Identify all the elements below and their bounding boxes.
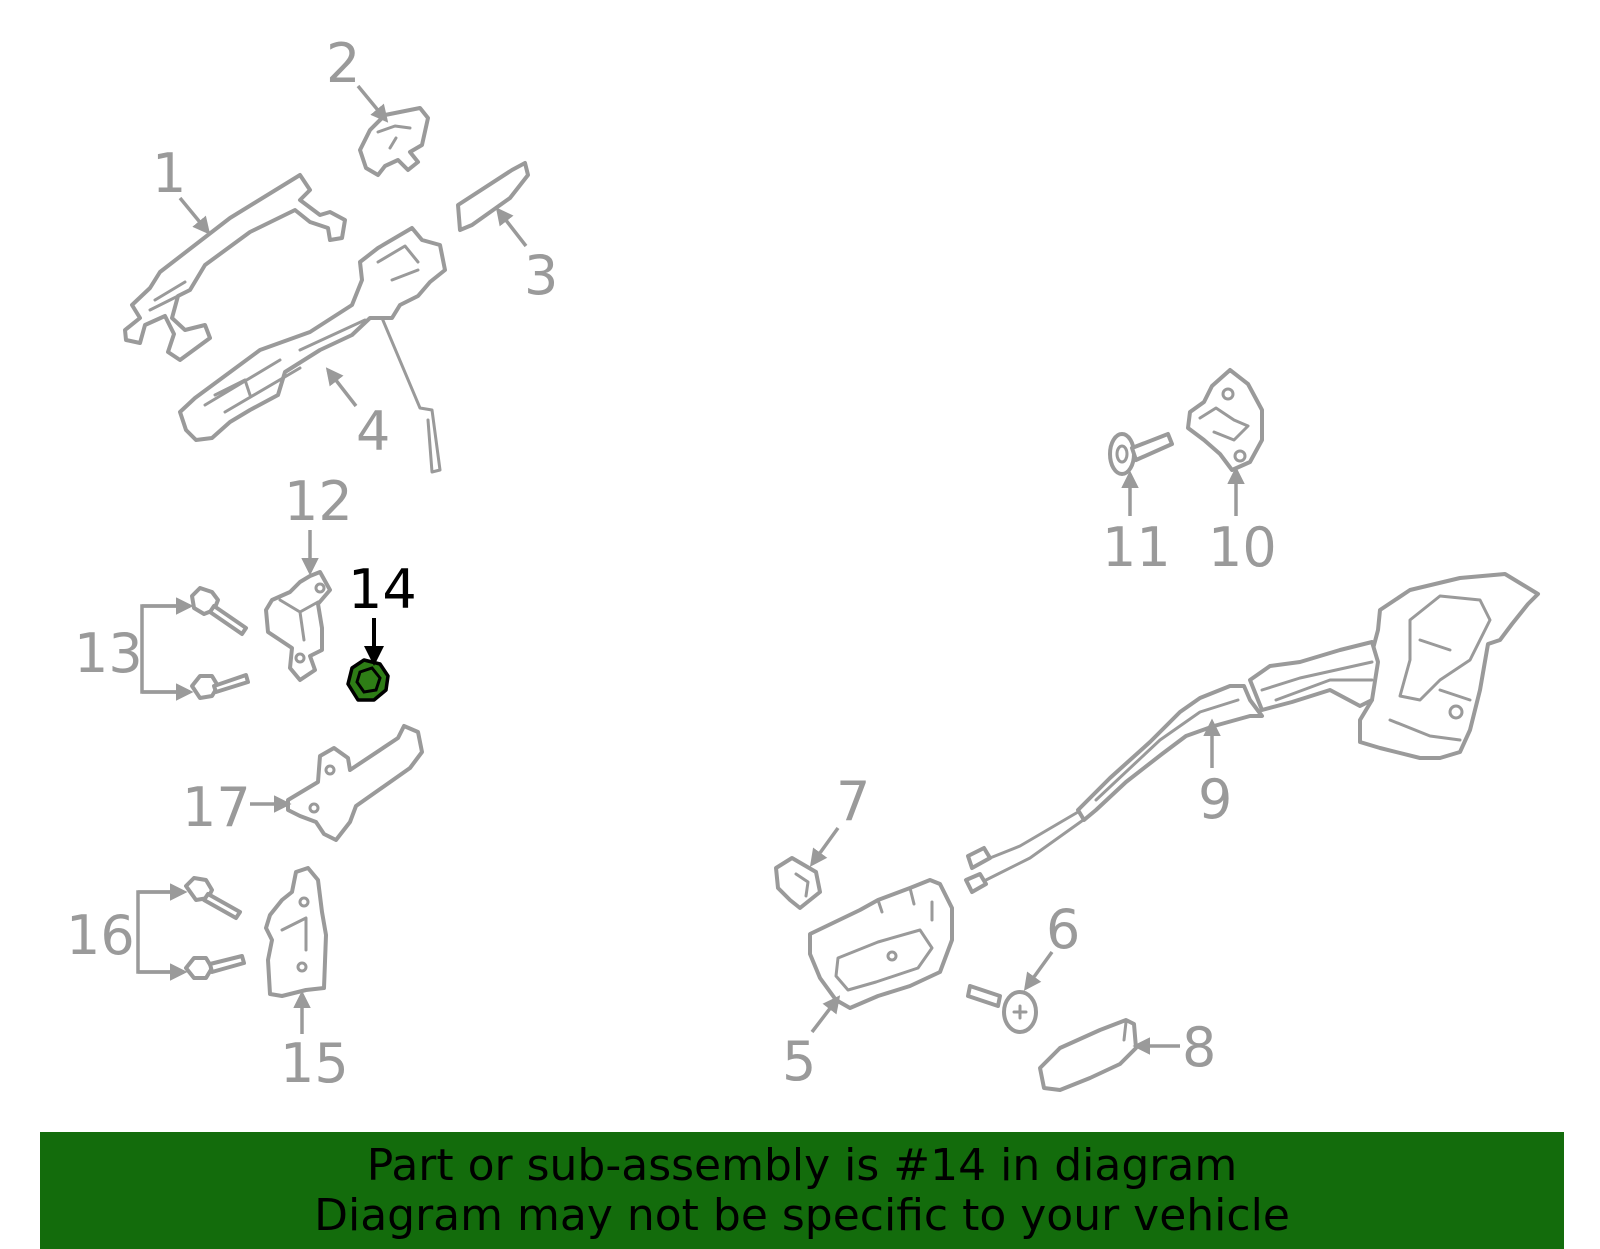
info-banner: Part or sub-assembly is #14 in diagram D… xyxy=(40,1132,1564,1249)
callout-9: 9 xyxy=(1198,768,1232,831)
parts-diagram: 1 2 3 4 5 6 7 8 9 10 11 12 13 14 15 16 1… xyxy=(66,32,1540,1095)
callout-labels: 1 2 3 4 5 6 7 8 9 10 11 12 13 14 15 16 1… xyxy=(66,32,1277,1095)
part-7-clip xyxy=(774,856,822,910)
callout-12: 12 xyxy=(284,470,353,533)
part-5-inner-handle xyxy=(808,878,954,1010)
callout-3: 3 xyxy=(524,244,558,307)
part-10-striker xyxy=(1186,368,1264,472)
callout-4: 4 xyxy=(356,400,390,463)
part-4-handle-bracket xyxy=(178,226,447,474)
callout-15: 15 xyxy=(280,1032,349,1095)
leader-lines xyxy=(138,84,1245,1055)
part-17-door-check xyxy=(286,724,424,842)
part-6-screw xyxy=(966,984,1038,1034)
callout-14: 14 xyxy=(348,558,417,621)
callout-10: 10 xyxy=(1208,516,1277,579)
part-2-cylinder-cap xyxy=(358,106,430,177)
callout-5: 5 xyxy=(782,1030,816,1093)
callout-13: 13 xyxy=(74,622,143,685)
part-14-nut-highlighted xyxy=(346,658,390,702)
banner-line-1: Part or sub-assembly is #14 in diagram xyxy=(366,1139,1238,1191)
callout-16: 16 xyxy=(66,904,135,967)
callout-6: 6 xyxy=(1046,898,1080,961)
callout-17: 17 xyxy=(182,776,251,839)
part-13-bolts xyxy=(140,586,250,700)
banner-line-2: Diagram may not be specific to your vehi… xyxy=(314,1189,1290,1241)
part-3-cover xyxy=(456,161,530,232)
callout-7: 7 xyxy=(836,770,870,833)
part-16-bolts xyxy=(136,876,246,980)
part-15-lower-hinge xyxy=(264,866,328,998)
part-1-outer-handle xyxy=(123,173,347,362)
callout-8: 8 xyxy=(1182,1016,1216,1079)
callout-11: 11 xyxy=(1102,516,1171,579)
callout-2: 2 xyxy=(326,32,360,95)
part-8-cover xyxy=(1038,1018,1138,1092)
part-9-door-latch xyxy=(964,572,1540,894)
callout-1: 1 xyxy=(152,142,186,205)
part-11-screw xyxy=(1108,432,1174,476)
part-12-upper-hinge xyxy=(264,570,332,682)
